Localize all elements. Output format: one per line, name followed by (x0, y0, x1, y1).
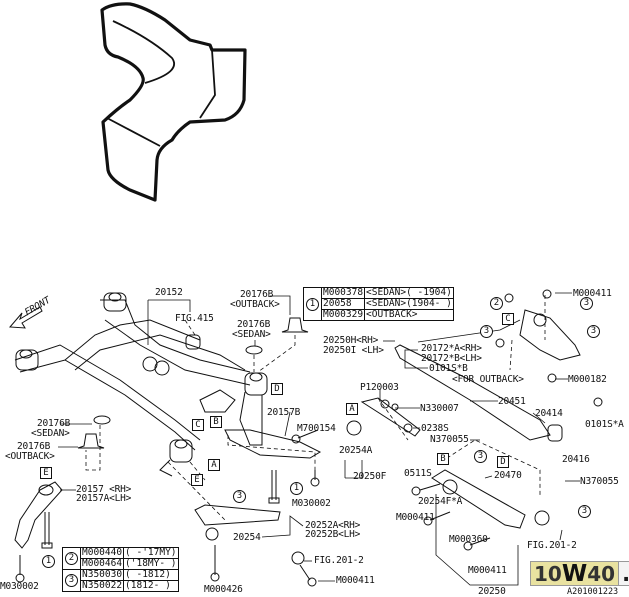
callout-a: A (346, 403, 358, 415)
label-20254[interactable]: 20254 (233, 532, 261, 543)
subframe-drawing (14, 292, 268, 477)
ref-table-1: 1 M000378 <SEDAN>( -1904) 20058 <SEDAN>(… (303, 287, 454, 321)
label-m700154[interactable]: M700154 (297, 423, 336, 434)
label-0101sb[interactable]: 0101S*B (429, 363, 468, 374)
label-20254a[interactable]: 20254A (339, 445, 373, 456)
ref-key-2: 2 (62, 547, 81, 570)
label-n370055-a[interactable]: N370055 (430, 434, 469, 445)
mount-drawings (77, 317, 309, 449)
callout-circle-3: 3 (580, 297, 593, 310)
label-20451[interactable]: 20451 (498, 396, 526, 407)
ref-note: (1812- ) (123, 580, 179, 592)
label-m000182[interactable]: M000182 (568, 374, 607, 385)
callout-e: E (40, 467, 52, 479)
callout-circle-3: 3 (480, 325, 493, 338)
part-silhouette (100, 2, 247, 202)
label-m000411-left[interactable]: M000411 (336, 575, 375, 586)
ref-note: ( -1812) (123, 569, 179, 581)
label-n330007[interactable]: N330007 (420, 403, 459, 414)
diagram-code: A201001223 (567, 587, 619, 597)
ref-part[interactable]: M000378 (320, 287, 366, 299)
ref-note: ('18MY- ) (123, 558, 179, 570)
ref-note: ( -'17MY) (123, 547, 179, 559)
label-m030002-left[interactable]: M030002 (0, 581, 39, 592)
bolt-drawings (15, 289, 603, 587)
label-20176b-outback-left[interactable]: 20176B (17, 441, 51, 452)
callout-circle-2: 2 (490, 297, 503, 310)
leader-lines (58, 292, 580, 586)
ref-part[interactable]: 20058 (320, 298, 366, 310)
label-20176b-sedan-top[interactable]: 20176B (237, 319, 271, 330)
note-outback-top: <OUTBACK> (230, 299, 280, 310)
label-m000411-top[interactable]: M000411 (573, 288, 612, 299)
label-fig415[interactable]: FIG.415 (175, 313, 214, 324)
callout-circle-3: 3 (233, 490, 246, 503)
label-m030002-mid[interactable]: M030002 (292, 498, 331, 509)
ref-part[interactable]: M000329 (320, 309, 366, 321)
label-20157a[interactable]: 20157A<LH> (76, 493, 132, 504)
label-20152[interactable]: 20152 (155, 287, 183, 298)
note-sedan-left: <SEDAN> (31, 428, 70, 439)
callout-a: A (208, 459, 220, 471)
callout-c: C (192, 419, 204, 431)
label-m000411-bottom[interactable]: M000411 (468, 565, 507, 576)
callout-d: D (497, 456, 509, 468)
callout-b: B (437, 453, 449, 465)
label-0238s[interactable]: 0238S (421, 423, 449, 434)
label-20250f[interactable]: 20250F (353, 471, 387, 482)
ref-key-1: 1 (303, 287, 322, 321)
note-sedan-top: <SEDAN> (232, 329, 271, 340)
watermark-logo: 10W40 .ru (530, 561, 629, 587)
callout-circle-3: 3 (587, 325, 600, 338)
label-m000360[interactable]: M000360 (449, 534, 488, 545)
callout-circle-1: 1 (42, 555, 55, 568)
ref-note: <OUTBACK> (364, 309, 454, 321)
label-m000426[interactable]: M000426 (204, 584, 243, 595)
label-n370055-b[interactable]: N370055 (580, 476, 619, 487)
ref-table-2: 2 M000440 ( -'17MY) M000464 ('18MY- ) 3 … (62, 547, 179, 592)
ref-part[interactable]: M000464 (79, 558, 125, 570)
callout-e: E (191, 474, 203, 486)
note-for-outback: <FOR OUTBACK> (452, 374, 524, 385)
callout-circle-3: 3 (578, 505, 591, 518)
ref-part[interactable]: M000440 (79, 547, 125, 559)
watermark-domain: .ru (619, 561, 629, 586)
label-20254fa[interactable]: 20254F*A (418, 496, 463, 507)
label-20414[interactable]: 20414 (535, 408, 563, 419)
label-fig201-2-left[interactable]: FIG.201-2 (314, 555, 364, 566)
label-0101sa[interactable]: 0101S*A (585, 419, 624, 430)
label-20250i[interactable]: 20250I <LH> (323, 345, 384, 356)
label-20470[interactable]: 20470 (494, 470, 522, 481)
label-20172b[interactable]: 20172*B<LH> (421, 353, 482, 364)
label-fig201-2-right[interactable]: FIG.201-2 (527, 540, 577, 551)
callout-b: B (210, 416, 222, 428)
label-m000411-mid[interactable]: M000411 (396, 512, 435, 523)
note-outback-left: <OUTBACK> (5, 451, 55, 462)
ref-part[interactable]: N350022 (79, 580, 125, 592)
label-20157b[interactable]: 20157B (267, 407, 301, 418)
label-20250h[interactable]: 20250H<RH> (323, 335, 379, 346)
ref-key-3: 3 (62, 569, 81, 592)
label-0511s[interactable]: 0511S (404, 468, 432, 479)
arm-drawings (14, 309, 581, 549)
callout-c: C (502, 313, 514, 325)
label-20172a[interactable]: 20172*A<RH> (421, 343, 482, 354)
label-20176b-outback-top[interactable]: 20176B (240, 289, 274, 300)
label-20157[interactable]: 20157 <RH> (76, 484, 132, 495)
front-arrow-icon (8, 306, 43, 329)
label-20176b-sedan-left[interactable]: 20176B (37, 418, 71, 429)
ref-note: <SEDAN>(1904- ) (364, 298, 454, 310)
label-20252a[interactable]: 20252A<RH> (305, 520, 361, 531)
label-20416[interactable]: 20416 (562, 454, 590, 465)
callout-circle-3: 3 (474, 450, 487, 463)
callout-circle-1: 1 (290, 482, 303, 495)
label-20250[interactable]: 20250 (478, 586, 506, 597)
ref-part[interactable]: N350030 (79, 569, 125, 581)
ref-note: <SEDAN>( -1904) (364, 287, 454, 299)
callout-d: D (271, 383, 283, 395)
label-20252b[interactable]: 20252B<LH> (305, 529, 361, 540)
label-p120003[interactable]: P120003 (360, 382, 399, 393)
